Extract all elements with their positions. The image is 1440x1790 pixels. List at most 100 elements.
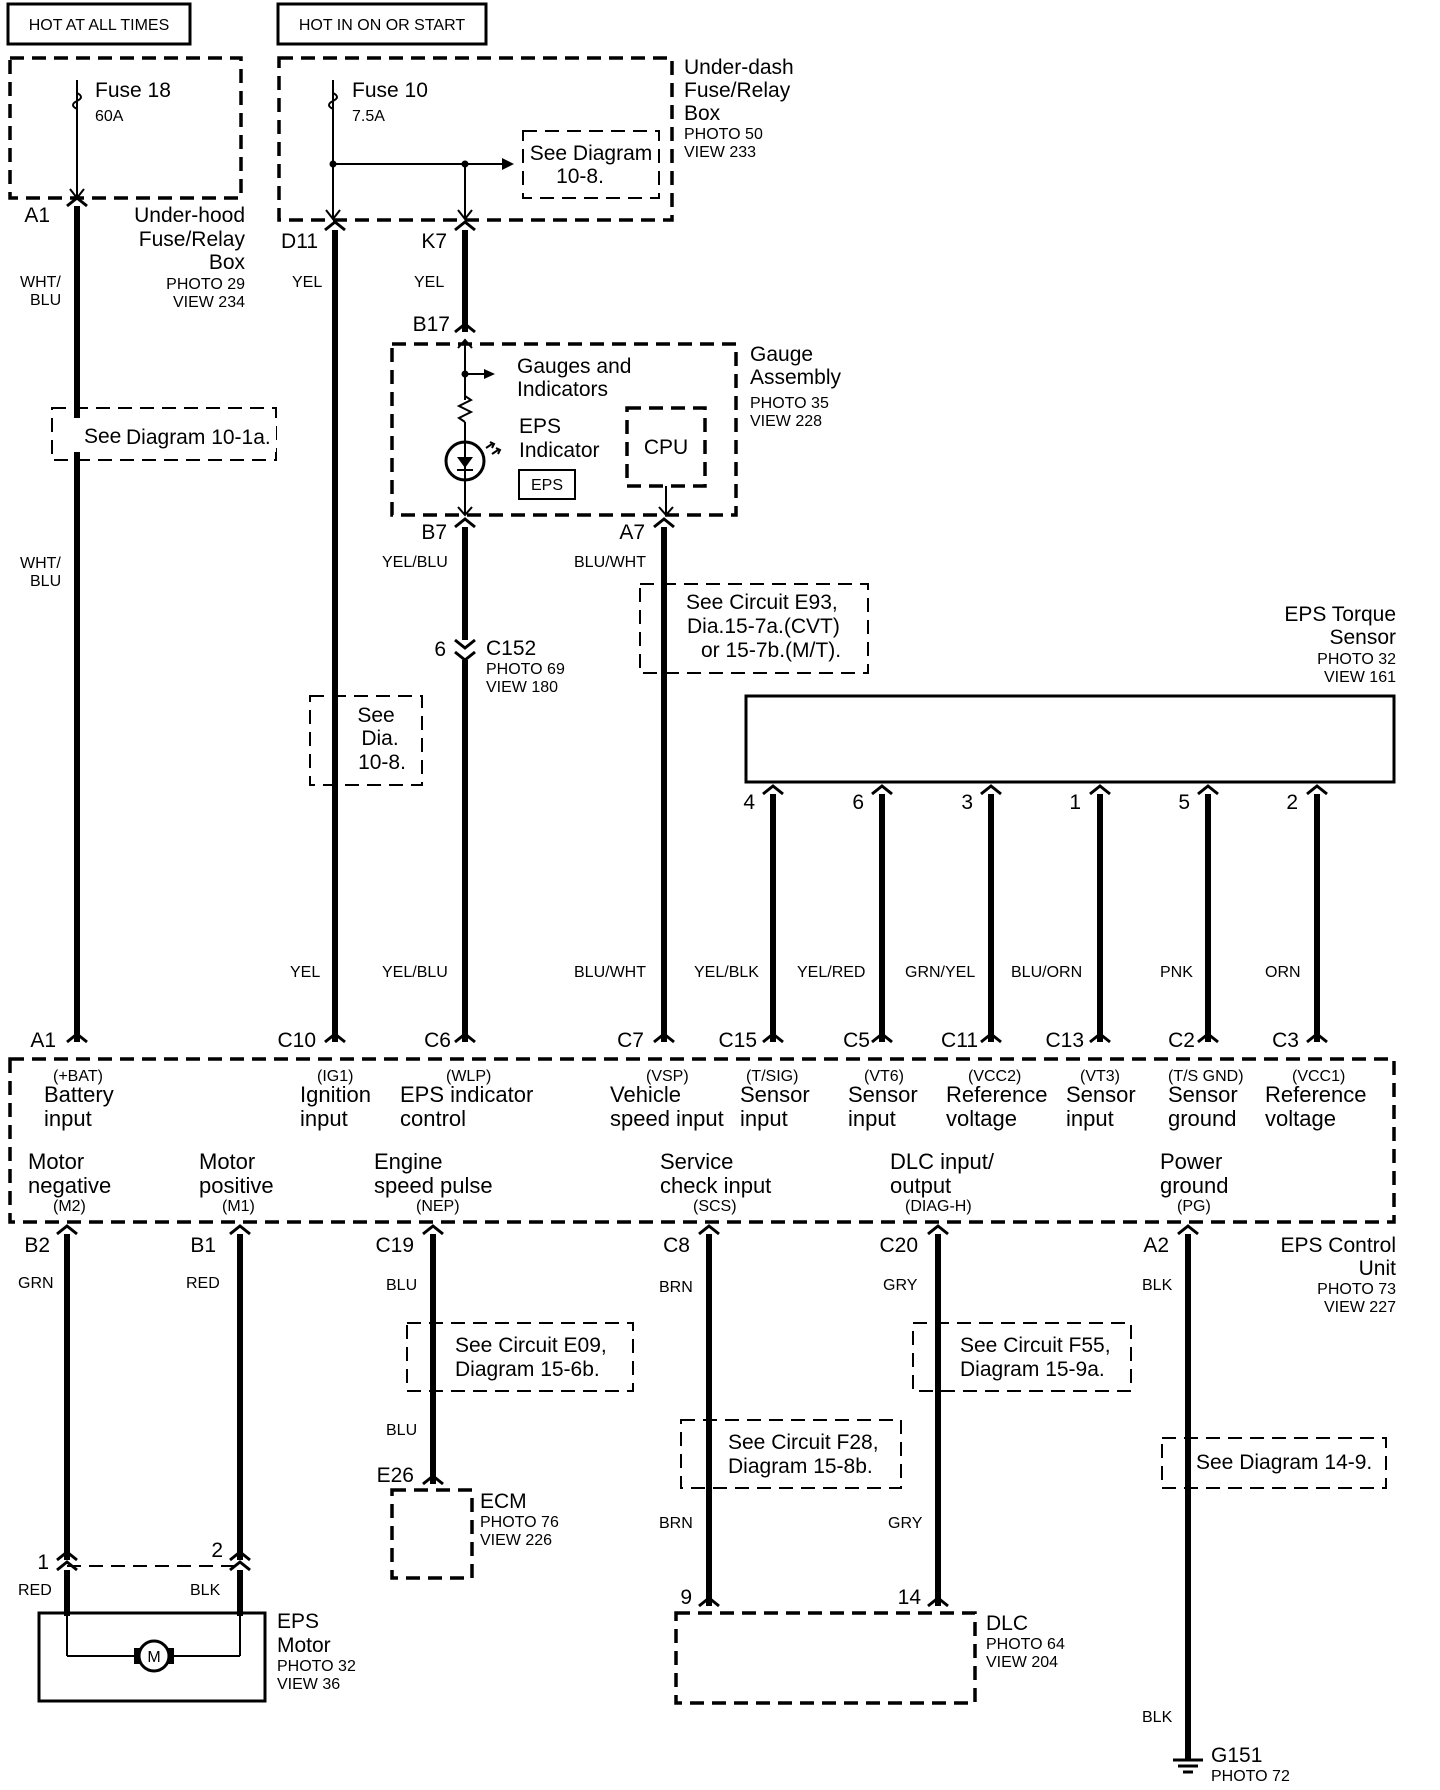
svg-text:B7: B7 [421,521,447,544]
svg-text:(IG1): (IG1) [317,1068,353,1085]
svg-text:5: 5 [1178,791,1190,814]
svg-text:See: See [357,704,394,727]
svg-text:Diagram 15-8b.: Diagram 15-8b. [728,1455,873,1478]
svg-text:input: input [1066,1106,1114,1131]
svg-text:4: 4 [743,791,755,814]
svg-text:EPS: EPS [519,415,561,438]
svg-text:C5: C5 [843,1029,870,1052]
ecu-pin-motor-positive: Motor positive (M1) [199,1149,274,1215]
svg-text:Indicator: Indicator [519,439,600,462]
wire-motor-negative-grn: GRN [18,1224,78,1560]
svg-text:DLC: DLC [986,1612,1028,1635]
svg-text:M: M [147,1649,160,1666]
svg-text:VIEW 226: VIEW 226 [480,1532,552,1549]
svg-text:9: 9 [680,1586,692,1609]
svg-text:PHOTO 69: PHOTO 69 [486,661,565,678]
svg-text:voltage: voltage [1265,1106,1336,1131]
svg-text:GRY: GRY [883,1277,918,1294]
svg-text:Indicators: Indicators [517,378,608,401]
svg-text:(NEP): (NEP) [416,1198,460,1215]
svg-text:speed input: speed input [610,1106,724,1131]
wire-diag-gry: GRY GRY [883,1224,949,1608]
ecu-upper-terminals: A1 C10 C6 C7 C15 C5 C11 C13 C2 C3 [30,1029,1299,1052]
svg-text:(VT3): (VT3) [1080,1068,1120,1085]
svg-text:Box: Box [209,251,246,274]
svg-text:VIEW 36: VIEW 36 [277,1676,340,1693]
svg-text:1: 1 [37,1551,49,1574]
underhood-fuse-box: Fuse 18 60A [8,56,243,200]
svg-text:Motor: Motor [199,1149,255,1174]
svg-text:BLU: BLU [30,573,61,590]
wire-torque-1-blu-orn: 1 BLU/ORN [1011,784,1111,1044]
svg-text:GRN: GRN [18,1275,54,1292]
svg-text:C19: C19 [375,1234,414,1257]
svg-text:ORN: ORN [1265,964,1301,981]
svg-text:speed pulse: speed pulse [374,1173,493,1198]
svg-text:PHOTO 73: PHOTO 73 [1317,1281,1396,1298]
svg-text:Dia.15-7a.(CVT): Dia.15-7a.(CVT) [687,615,840,638]
svg-text:RED: RED [18,1582,52,1599]
svg-text:Box: Box [684,102,721,125]
ecm-box: E26 ECM PHOTO 76 VIEW 226 [377,1464,559,1580]
arrow-right-icon [502,158,514,170]
eps-control-unit [8,1057,1396,1224]
svg-text:K7: K7 [421,230,447,253]
eps-control-unit-label: EPS Control Unit PHOTO 73 VIEW 227 [1280,1234,1396,1316]
svg-text:GRN/YEL: GRN/YEL [905,964,975,981]
svg-text:input: input [848,1106,896,1131]
svg-text:Reference: Reference [946,1082,1048,1107]
svg-text:A2: A2 [1143,1234,1169,1257]
underdash-fuse-box: Fuse 10 7.5A See Diagram 10-8. [277,56,674,222]
ecu-pin-service-check-input: Service check input (SCS) [660,1149,771,1215]
eps-motor-label: EPS Motor PHOTO 32 VIEW 36 [277,1610,356,1693]
svg-text:ECM: ECM [480,1490,527,1513]
svg-text:PHOTO 72: PHOTO 72 [1211,1768,1290,1785]
see-diagram-10-8-ref: See Diagram [530,142,653,165]
svg-text:(VSP): (VSP) [646,1068,689,1085]
ecu-pin-vehicle-speed-input: (VSP) Vehicle speed input [610,1068,724,1131]
svg-text:10-8.: 10-8. [556,165,604,188]
svg-text:Sensor: Sensor [1168,1082,1238,1107]
eps-motor: M [37,1611,267,1703]
see-circuit-f55-ref: See Circuit F55, Diagram 15-9a. [912,1322,1132,1392]
ecu-pin-sensor-input-tsig: (T/SIG) Sensor input [740,1068,810,1131]
resistor-icon [456,395,474,423]
svg-text:BLU/WHT: BLU/WHT [574,554,646,571]
svg-text:See Circuit E93,: See Circuit E93, [686,591,838,614]
svg-text:VIEW 233: VIEW 233 [684,144,756,161]
svg-text:EPS: EPS [531,477,563,494]
svg-text:C11: C11 [941,1029,978,1052]
svg-text:Dia.: Dia. [361,727,398,750]
svg-text:Battery: Battery [44,1082,114,1107]
wire-power-ground-blk: BLK BLK [1142,1224,1199,1760]
svg-text:PHOTO 29: PHOTO 29 [166,276,245,293]
svg-text:Engine: Engine [374,1149,443,1174]
fuse-18-rating: 60A [95,108,124,125]
svg-text:Sensor: Sensor [1066,1082,1136,1107]
wire-torque-3-grn-yel: 3 GRN/YEL [905,784,1002,1044]
svg-text:control: control [400,1106,466,1131]
svg-text:C7: C7 [617,1029,644,1052]
gauge-assembly-label: Gauge Assembly PHOTO 35 VIEW 228 [750,343,842,430]
ecu-pin-eps-indicator-control: (WLP) EPS indicator control [400,1068,533,1131]
svg-text:See: See [84,425,121,448]
svg-text:or 15-7b.(M/T).: or 15-7b.(M/T). [701,639,841,662]
cpu-box [625,406,707,488]
svg-text:(M1): (M1) [222,1198,255,1215]
svg-text:input: input [300,1106,348,1131]
svg-text:Fuse/Relay: Fuse/Relay [684,79,791,102]
svg-text:EPS: EPS [277,1610,319,1633]
svg-text:Diagram 10-1a.: Diagram 10-1a. [126,426,271,449]
svg-text:Gauge: Gauge [750,343,813,366]
ecu-pin-sensor-ground: (T/S GND) Sensor ground [1168,1068,1244,1131]
svg-text:HOT AT ALL TIMES: HOT AT ALL TIMES [29,17,170,34]
svg-text:PHOTO 32: PHOTO 32 [277,1658,356,1675]
wire-torque-6-yel-red: 6 YEL/RED [797,784,893,1044]
c152-connector: 6 C152 PHOTO 69 VIEW 180 [434,637,565,696]
ecu-pin-ignition-input: (IG1) Ignition input [300,1068,371,1131]
svg-text:G151: G151 [1211,1744,1262,1767]
svg-text:(+BAT): (+BAT) [53,1068,103,1085]
svg-text:VIEW 234: VIEW 234 [173,294,245,311]
svg-text:(M2): (M2) [53,1198,86,1215]
ecu-pin-motor-negative: Motor negative (M2) [28,1149,111,1215]
